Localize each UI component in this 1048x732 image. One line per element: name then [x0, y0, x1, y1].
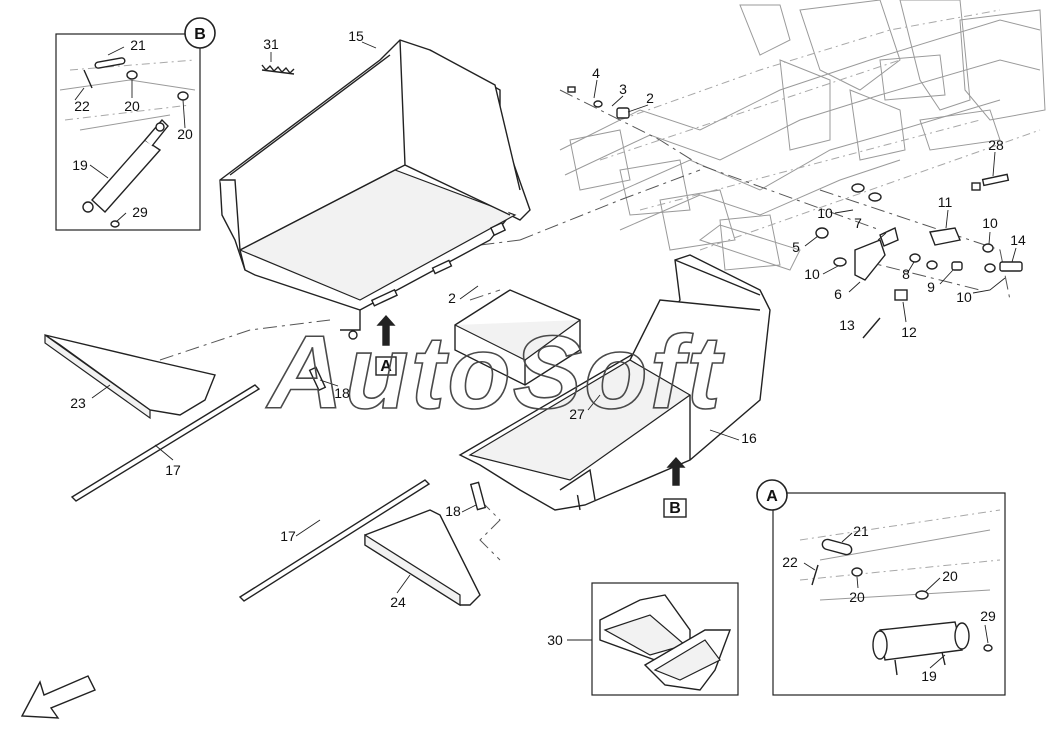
label-10-c: 10 — [804, 266, 820, 282]
view-arrow-b: B — [663, 456, 687, 518]
label-b-29: 29 — [132, 204, 148, 220]
part-labels: 31 15 4 3 2 28 11 10 7 10 14 5 10 8 6 9 … — [70, 28, 1026, 684]
background-frame-drawing — [559, 0, 1046, 271]
label-17-top: 17 — [165, 462, 181, 478]
view-arrow-a: A — [375, 314, 397, 376]
label-17-bottom: 17 — [280, 528, 296, 544]
label-a-20-b: 20 — [942, 568, 958, 584]
label-b-20-a: 20 — [124, 98, 140, 114]
watermark: AutoSoft — [265, 315, 725, 431]
label-8: 8 — [902, 266, 910, 282]
label-7: 7 — [854, 215, 862, 231]
label-4: 4 — [592, 65, 600, 81]
part-31-spring — [261, 64, 295, 75]
label-a-19: 19 — [921, 668, 937, 684]
label-5: 5 — [792, 239, 800, 255]
label-30: 30 — [547, 632, 563, 648]
label-a-20-a: 20 — [849, 589, 865, 605]
part-24-shield — [364, 509, 481, 607]
part-16-lower-pan — [458, 254, 771, 511]
label-6: 6 — [834, 286, 842, 302]
label-b-21: 21 — [130, 37, 146, 53]
label-14: 14 — [1010, 232, 1026, 248]
part-18-pins — [308, 366, 487, 511]
view-marker-b-label: B — [669, 500, 681, 517]
label-15: 15 — [348, 28, 364, 44]
label-12: 12 — [901, 324, 917, 340]
label-28: 28 — [988, 137, 1004, 153]
label-b-22: 22 — [74, 98, 90, 114]
label-27: 27 — [569, 406, 585, 422]
detail-a-marker: A — [756, 479, 788, 511]
label-10-d: 10 — [956, 289, 972, 305]
label-9: 9 — [927, 279, 935, 295]
detail-a-circle-label: A — [766, 488, 778, 505]
detail-b-inset — [55, 33, 201, 231]
label-a-21: 21 — [853, 523, 869, 539]
label-18-top: 18 — [334, 385, 350, 401]
label-18-bottom: 18 — [445, 503, 461, 519]
label-23: 23 — [70, 395, 86, 411]
part-23-shield — [44, 333, 216, 420]
label-a-22: 22 — [782, 554, 798, 570]
label-2-top: 2 — [646, 90, 654, 106]
label-3: 3 — [619, 81, 627, 97]
label-10-a: 10 — [817, 205, 833, 221]
detail-a-inset — [772, 492, 1006, 696]
detail-b-marker: B — [184, 17, 216, 49]
detail-b-circle-label: B — [194, 26, 206, 43]
label-10-b: 10 — [982, 215, 998, 231]
part-15-upper-pan — [219, 39, 531, 340]
label-b-20-b: 20 — [177, 126, 193, 142]
direction-arrow-icon — [20, 675, 96, 719]
label-16: 16 — [741, 430, 757, 446]
label-31: 31 — [263, 36, 279, 52]
leader-lines — [74, 41, 1017, 669]
label-11: 11 — [938, 194, 953, 210]
hardware-2-3-4 — [567, 86, 630, 119]
part-17-rods — [70, 384, 431, 602]
label-a-29: 29 — [980, 608, 996, 624]
label-2-middle: 2 — [448, 290, 456, 306]
label-13: 13 — [839, 317, 855, 333]
view-marker-a-label: A — [380, 358, 392, 375]
hinge-hardware — [815, 173, 1023, 339]
part-2-plate — [454, 289, 581, 386]
label-b-19: 19 — [72, 157, 88, 173]
label-24: 24 — [390, 594, 406, 610]
part-30-inset — [591, 582, 739, 696]
